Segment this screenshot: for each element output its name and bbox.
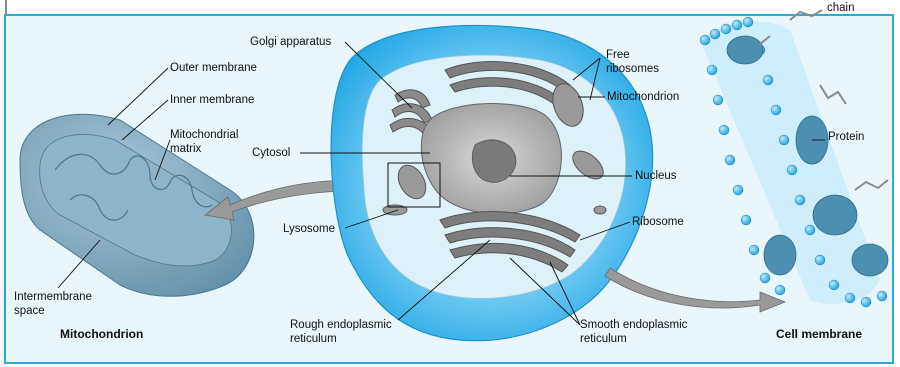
label-chain: chain	[827, 2, 855, 14]
label-inner-membrane: Inner membrane	[170, 94, 254, 106]
caption-cell-membrane: Cell membrane	[776, 327, 862, 341]
label-lysosome: Lysosome	[283, 223, 335, 235]
label-rough-er-1: Rough endoplasmic	[290, 319, 392, 331]
label-cytosol: Cytosol	[252, 147, 290, 159]
label-golgi: Golgi apparatus	[250, 36, 331, 48]
label-outer-membrane: Outer membrane	[170, 62, 257, 74]
label-free-ribosomes-2: ribosomes	[606, 63, 659, 75]
label-intermembrane-2: space	[14, 305, 45, 317]
label-smooth-er-2: reticulum	[580, 333, 627, 345]
cell-membrane-illustration	[700, 10, 888, 307]
label-ribosome: Ribosome	[632, 216, 684, 228]
label-rough-er-2: reticulum	[290, 333, 337, 345]
label-free-ribosomes-1: Free	[606, 49, 630, 61]
cell-illustration	[331, 25, 653, 340]
label-protein: Protein	[828, 131, 864, 143]
label-nucleus: Nucleus	[635, 170, 677, 182]
arrow-to-cell-membrane	[605, 268, 785, 312]
label-mitochondrion: Mitochondrion	[607, 91, 679, 103]
caption-mitochondrion: Mitochondrion	[60, 327, 143, 341]
label-intermembrane-1: Intermembrane	[14, 291, 92, 303]
label-mitochondrial-matrix-2: matrix	[170, 143, 202, 155]
label-smooth-er-1: Smooth endoplasmic	[580, 319, 688, 331]
label-mitochondrial-matrix-1: Mitochondrial	[170, 129, 238, 141]
